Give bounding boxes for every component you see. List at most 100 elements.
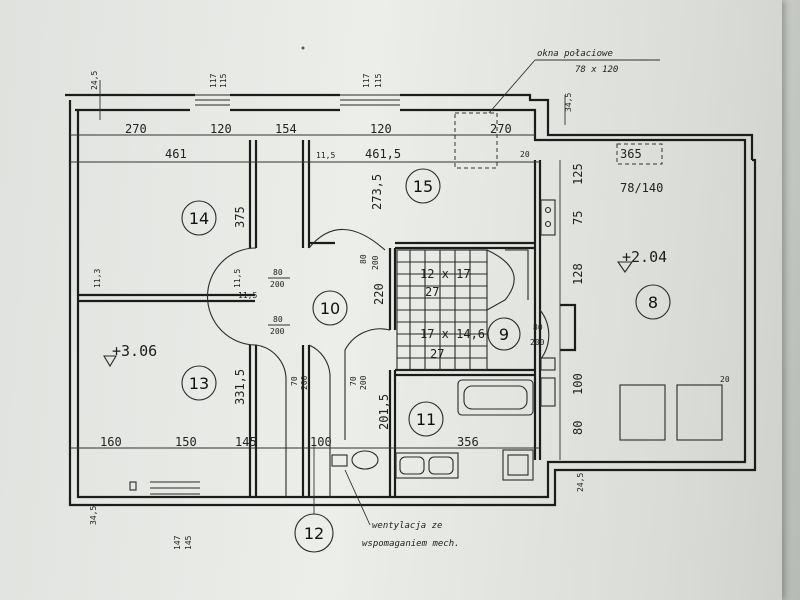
dim-3315: 331,5 (233, 369, 247, 405)
toilet (351, 450, 379, 470)
dim-115b: 115 (374, 73, 383, 88)
room-10-circle (312, 290, 348, 326)
dim-145b: 145 (184, 535, 193, 550)
room-8-label: 8 (648, 293, 658, 312)
dim-245b: 24,5 (576, 473, 585, 492)
ventilation-note-1: wentylacja ze (372, 521, 442, 531)
dim-113: 11,3 (93, 269, 102, 288)
room-markers: 14 15 10 13 11 8 9 12 (181, 168, 671, 553)
door-swings (207, 228, 550, 497)
room-13-label: 13 (189, 374, 209, 393)
dim-2735: 273,5 (370, 174, 384, 210)
ventilation-note-2: wspomaganiem mech. (362, 539, 460, 549)
dim-147: 147 (173, 535, 182, 550)
dim-461a: 461 (165, 147, 187, 161)
staircase (396, 249, 529, 371)
level-markers: +3.06 +2.04 (103, 248, 667, 368)
door1-width: 80 (273, 268, 283, 277)
dim-160: 160 (100, 435, 122, 449)
dim-150: 150 (175, 435, 197, 449)
room-9-label: 9 (499, 325, 509, 344)
skylight-room15 (454, 112, 498, 169)
roof-window-a (619, 384, 666, 441)
radiator-3 (540, 199, 556, 236)
skylights (454, 59, 723, 441)
stair-labels: 12 x 17 27 17 x 14,6 27 (420, 267, 485, 361)
room-14-label: 14 (189, 209, 209, 228)
door1-height: 200 (270, 280, 285, 289)
dim-154: 154 (275, 122, 297, 136)
level-left: +3.06 (112, 342, 157, 360)
dim-117b: 117 (362, 73, 371, 88)
dim-365: 365 (620, 147, 642, 161)
door-room13 (255, 344, 287, 497)
dim-375: 375 (233, 206, 247, 228)
stair-upper-size: 12 x 17 (420, 267, 471, 281)
dim-270a: 270 (125, 122, 147, 136)
dim-80x: 80 (533, 323, 543, 332)
dim-120a: 120 (210, 122, 232, 136)
roof-window-b (676, 384, 723, 441)
dim-270b: 270 (490, 122, 512, 136)
dim-356: 356 (457, 435, 479, 449)
room-9-circle (487, 317, 521, 351)
room-8-circle (635, 284, 671, 320)
skylight-room8 (616, 143, 663, 165)
door2-height: 200 (270, 327, 285, 336)
door3-width: 80 (359, 254, 368, 264)
door2-width: 80 (273, 315, 283, 324)
door-labels: 80 200 80 200 80 200 70 200 70 200 200 (268, 254, 545, 390)
room-14-circle (181, 200, 217, 236)
level-right: +2.04 (622, 248, 667, 266)
dim-145: 145 (235, 435, 257, 449)
dim-20r: 20 (720, 375, 730, 384)
door-room11 (344, 328, 391, 440)
room-11-label: 11 (416, 410, 436, 429)
room-15-label: 15 (413, 177, 433, 196)
dim-115a: 115 (219, 73, 228, 88)
double-sink (395, 452, 459, 479)
room-15-circle (405, 168, 441, 204)
door-room15 (308, 228, 386, 251)
door-room14 (207, 247, 257, 346)
dim-2015: 201,5 (377, 394, 391, 430)
radiator-1 (540, 357, 556, 371)
dim-220: 220 (372, 283, 386, 305)
door6-height: 200 (359, 375, 368, 390)
door3-height: 200 (371, 255, 380, 270)
door-room8 (539, 309, 550, 361)
stair-upper-count: 27 (425, 285, 439, 299)
dim-117a: 117 (209, 73, 218, 88)
dim-461b: 461,5 (365, 147, 401, 161)
radiator-2 (540, 377, 556, 407)
annotations: okna połaciowe 78 x 120 78/140 wentylacj… (344, 49, 663, 549)
dim-125: 125 (571, 163, 585, 185)
dim-345b: 34,5 (89, 506, 98, 525)
bathtub (457, 379, 534, 416)
room-13-circle (181, 365, 217, 401)
room-10-label: 10 (320, 299, 340, 318)
chimney-box (129, 481, 137, 491)
dim-345: 34,5 (564, 93, 573, 112)
shower-tray (502, 449, 534, 481)
door5-height: 200 (300, 375, 309, 390)
dim-100r: 100 (571, 373, 585, 395)
bathroom-fixtures (331, 199, 556, 481)
dim-120b: 120 (370, 122, 392, 136)
stair-lower-count: 27 (430, 347, 444, 361)
dim-75: 75 (571, 211, 585, 225)
dim-245: 24,5 (90, 71, 99, 90)
dim-20: 20 (520, 150, 530, 159)
door7-height: 200 (530, 338, 545, 347)
stair-lower-size: 17 x 14,6 (420, 327, 485, 341)
bottom-dimensions: 160 150 145 100 356 34,5 147 145 24,5 (89, 435, 585, 550)
paper-mark (301, 46, 305, 50)
room-11-circle (408, 401, 444, 437)
top-dimensions: 270 120 154 120 270 461 461,5 20 11,5 36… (90, 71, 642, 161)
dim-80r: 80 (571, 421, 585, 435)
dim-128: 128 (571, 263, 585, 285)
top-dimension-lines (70, 80, 566, 460)
outer-walls (65, 93, 757, 507)
internal-walls (78, 140, 577, 497)
